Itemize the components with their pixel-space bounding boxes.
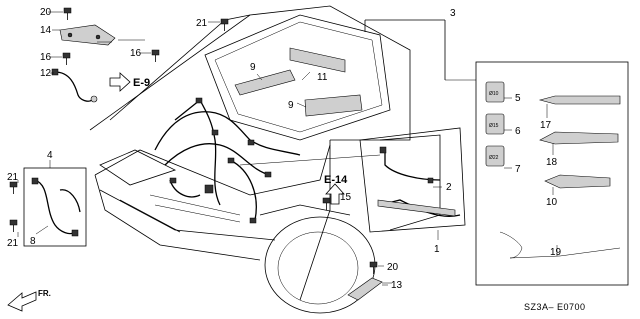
callout-21-top: 21 [196, 18, 208, 29]
callout-19: 19 [550, 247, 562, 258]
reference-labels: E-9 E-14 [133, 77, 348, 186]
callout-21-left-bottom: 21 [7, 238, 19, 249]
bracket-part-14 [59, 24, 145, 46]
ref-e14: E-14 [324, 174, 348, 186]
clip-label-22: Ø22 [489, 155, 499, 161]
callout-16-left: 16 [40, 52, 52, 63]
diagram-code: SZ3A– E0700 [524, 302, 586, 312]
callout-20-bottom: 20 [387, 262, 399, 273]
callout-2: 2 [446, 182, 452, 193]
bolt-icon [9, 219, 18, 232]
reference-arrows [7, 41, 345, 312]
callout-15: 15 [340, 192, 352, 203]
callout-9-top: 9 [250, 62, 256, 73]
e14-arrow-icon [325, 183, 345, 205]
callout-5: 5 [515, 93, 521, 104]
leader-lines [17, 11, 558, 286]
bolt-icon [369, 261, 378, 274]
bolt-icon [62, 52, 71, 65]
cable-part-12 [51, 68, 98, 103]
harness-cover-parts [234, 47, 363, 117]
callout-17: 17 [540, 120, 552, 131]
bolt-icon [220, 18, 229, 31]
callout-1: 1 [434, 244, 440, 255]
callout-11: 11 [317, 72, 328, 83]
ref-e9: E-9 [133, 77, 150, 89]
callout-21-left-top: 21 [7, 172, 19, 183]
callout-13: 13 [391, 280, 403, 291]
callout-9-bottom: 9 [288, 100, 294, 111]
right-subharness-box [359, 127, 466, 233]
front-direction-label: FR. [38, 289, 51, 298]
bolt-icon [9, 181, 18, 194]
left-subharness-box [23, 160, 87, 247]
callout-20-top: 20 [40, 7, 52, 18]
bolt-icon [151, 49, 160, 62]
clip-label-15: Ø15 [489, 123, 499, 129]
callout-6: 6 [515, 126, 521, 137]
bolt-icons [9, 7, 378, 274]
callout-14: 14 [40, 25, 52, 36]
callout-7: 7 [515, 164, 521, 175]
callout-3: 3 [450, 8, 456, 19]
e9-arrow-icon [109, 72, 131, 92]
clip-size-labels: Ø10 Ø15 Ø22 [489, 91, 499, 161]
callout-16-mid: 16 [130, 48, 142, 59]
bracket-part-13 [347, 277, 392, 301]
bolt-icon [322, 197, 331, 210]
subharness-part-8 [31, 177, 81, 237]
callout-10: 10 [546, 197, 558, 208]
callout-18: 18 [546, 157, 558, 168]
engine-wire-harness [154, 97, 381, 224]
subharness-part-2 [377, 146, 461, 217]
callout-12: 12 [40, 68, 52, 79]
clip-parts-box [364, 19, 629, 286]
callout-8: 8 [30, 236, 36, 247]
clip-label-10: Ø10 [489, 91, 499, 97]
fr-arrow-icon [7, 291, 37, 312]
callout-labels: 20 14 16 12 21 16 9 11 9 3 5 6 7 17 18 1… [7, 7, 562, 291]
callout-4: 4 [47, 150, 53, 161]
clip-icons [485, 81, 621, 259]
bolt-icon [63, 7, 72, 20]
